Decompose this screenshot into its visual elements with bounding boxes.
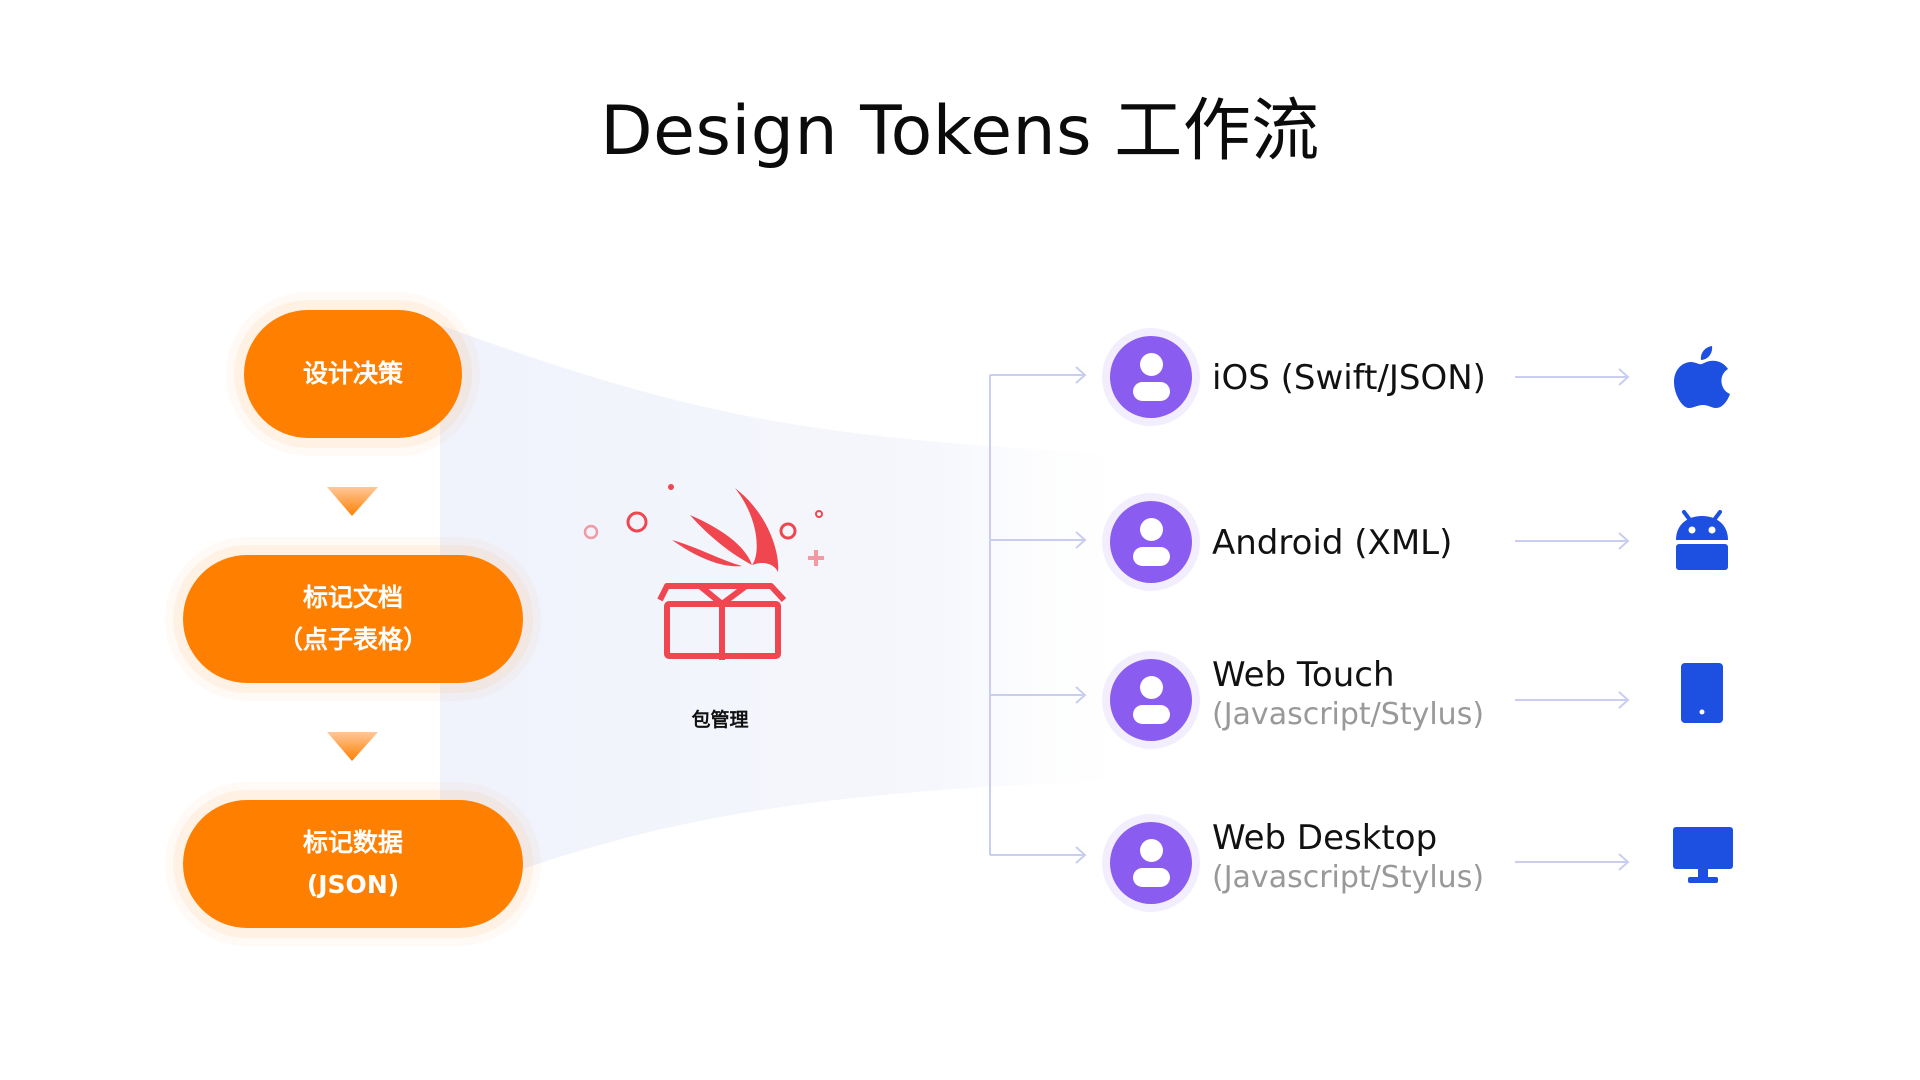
step-label: 设计决策 [302, 359, 403, 388]
monitor-icon [1673, 827, 1733, 883]
down-arrow-icon [327, 487, 378, 516]
page-title: Design Tokens 工作流 [600, 92, 1320, 171]
step-label: 标记文档 [302, 583, 403, 612]
platform-name-android: Android (XML) [1212, 523, 1453, 563]
step-sublabel: (JSON) [306, 870, 400, 899]
device-arrows [1515, 368, 1630, 871]
step-token-data: 标记数据 (JSON) [183, 800, 523, 928]
step-sublabel: （点子表格） [277, 625, 428, 654]
android-icon [1676, 510, 1728, 570]
package-label: 包管理 [691, 709, 749, 731]
platform-name-ios: iOS (Swift/JSON) [1212, 358, 1486, 398]
platform-name-web-touch: Web Touch [1212, 655, 1395, 695]
platform-name-web-desktop: Web Desktop [1212, 818, 1438, 858]
tablet-icon [1681, 663, 1723, 723]
package-swift-icon [583, 484, 824, 660]
platform-sub-web-touch: (Javascript/Stylus) [1212, 697, 1485, 732]
step-label: 标记数据 [302, 828, 403, 857]
funnel-shape [440, 325, 1150, 900]
step-token-document: 标记文档 （点子表格） [183, 555, 523, 683]
user-icon [1110, 501, 1192, 583]
step-design-decision: 设计决策 [244, 310, 462, 438]
user-icon [1110, 822, 1192, 904]
user-icon [1110, 336, 1192, 418]
apple-icon [1674, 346, 1730, 408]
branch-lines [989, 366, 1087, 864]
platform-sub-web-desktop: (Javascript/Stylus) [1212, 860, 1485, 895]
down-arrow-icon [327, 732, 378, 761]
user-icon [1110, 659, 1192, 741]
